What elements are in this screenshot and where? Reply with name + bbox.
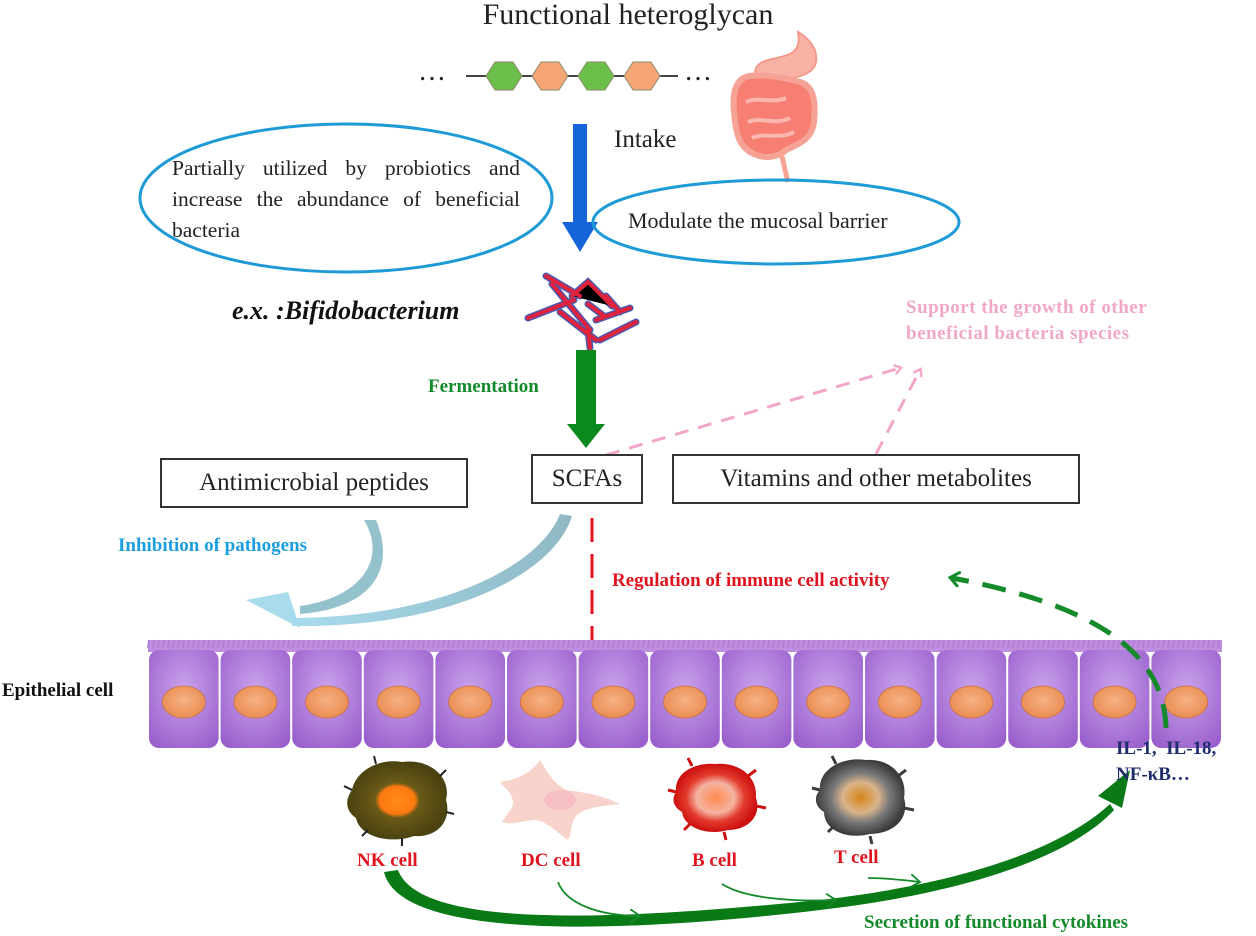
- intake-arrow: [562, 124, 598, 252]
- cell-nucleus: [1021, 685, 1065, 719]
- cell-nucleus: [233, 685, 278, 719]
- scfas-label: SCFAs: [551, 465, 623, 492]
- mucosal-note: Modulate the mucosal barrier: [628, 208, 888, 233]
- cell-nucleus: [734, 685, 779, 719]
- secretion-arrows: [384, 770, 1130, 927]
- intake-label: Intake: [614, 126, 677, 153]
- b-cell-label: B cell: [692, 850, 737, 871]
- cell-nucleus: [376, 685, 421, 719]
- cytokines-line1: IL-1, IL-18,: [1116, 738, 1217, 759]
- cell-nucleus: [1092, 685, 1137, 719]
- dc-cell-icon: [500, 760, 620, 840]
- vitamins-box: Vitamins and other metabolites: [672, 454, 1080, 504]
- dc-cell-label: DC cell: [521, 850, 581, 871]
- cell-nucleus: [448, 685, 493, 719]
- inhibition-arrows: [246, 514, 572, 628]
- antimicrobial-peptides-label: Antimicrobial peptides: [199, 469, 429, 496]
- cell-nucleus: [305, 685, 349, 719]
- nk-cell-icon: [343, 755, 455, 846]
- support-arrow-from-scfas: [605, 368, 900, 457]
- regulation-label: Regulation of immune cell activity: [612, 570, 890, 591]
- cytokines-line2: NF-κB…: [1116, 764, 1190, 785]
- support-note-line2: beneficial bacteria species: [906, 323, 1130, 344]
- cell-nucleus: [591, 685, 636, 719]
- fermentation-arrow: [567, 350, 605, 448]
- digestive-tract-icon: [730, 29, 818, 183]
- nk-cell-label: NK cell: [357, 850, 418, 871]
- cell-nucleus: [161, 685, 206, 719]
- epithelial-layer: [147, 639, 1222, 748]
- cell-nucleus: [806, 685, 851, 719]
- diagram-title: Functional heteroglycan: [482, 0, 774, 31]
- mucosal-ellipse: [591, 178, 961, 266]
- microvilli: [147, 639, 1220, 649]
- probiotics-ellipse: [138, 122, 554, 274]
- glycan-unit-green: [485, 61, 523, 91]
- cell-nucleus: [949, 685, 994, 719]
- glycan-ellipsis-left: …: [418, 56, 446, 87]
- probiotics-note: Partially utilized by probiotics and inc…: [172, 156, 520, 242]
- epithelial-cell-label: Epithelial cell: [2, 680, 114, 701]
- b-cell-icon: [667, 757, 767, 841]
- glycan-unit-green: [577, 61, 615, 91]
- cell-nucleus: [519, 685, 564, 719]
- support-arrow-from-vitamins: [874, 370, 920, 455]
- bacterium-example: e.x. :Bifidobacterium: [232, 296, 460, 325]
- scfas-box: SCFAs: [531, 454, 643, 504]
- bifidobacterium-icon: [524, 272, 640, 352]
- glycan-chain: [466, 61, 678, 91]
- t-cell-icon: [811, 755, 915, 845]
- secretion-label: Secretion of functional cytokines: [864, 912, 1129, 933]
- support-note-line1: Support the growth of other: [906, 297, 1148, 318]
- glycan-unit-orange: [531, 61, 569, 91]
- antimicrobial-peptides-box: Antimicrobial peptides: [160, 458, 468, 508]
- vitamins-label: Vitamins and other metabolites: [720, 465, 1032, 492]
- glycan-unit-orange: [623, 61, 661, 91]
- cell-nucleus: [663, 685, 707, 719]
- cell-nucleus: [877, 685, 922, 719]
- glycan-ellipsis-right: …: [684, 56, 712, 87]
- cell-nucleus: [1164, 685, 1209, 719]
- t-cell-label: T cell: [834, 847, 879, 868]
- inhibition-label: Inhibition of pathogens: [118, 535, 308, 556]
- fermentation-label: Fermentation: [428, 376, 539, 397]
